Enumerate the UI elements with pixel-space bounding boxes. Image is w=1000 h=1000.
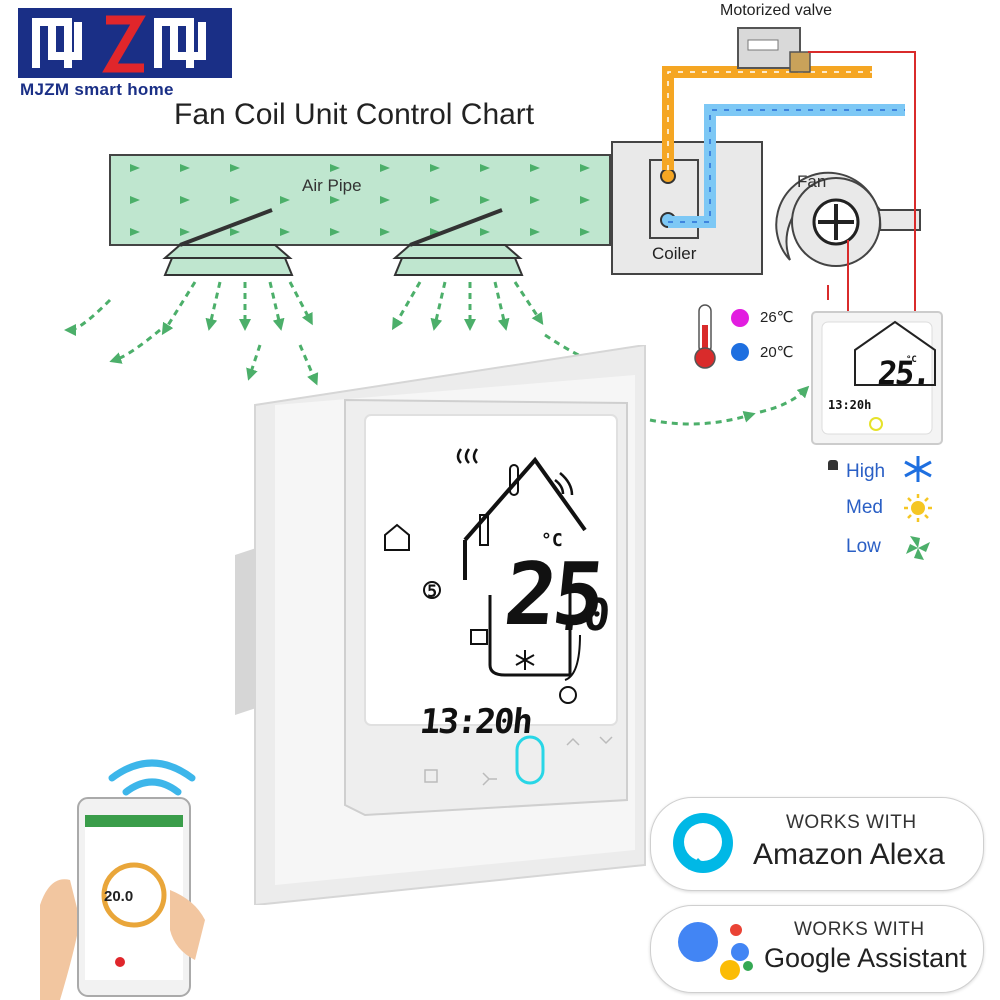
fan-label: Fan [797, 172, 827, 191]
thermostat-unit: °C [541, 530, 563, 551]
chart-title: Fan Coil Unit Control Chart [174, 98, 535, 131]
cold-temp-label: 20℃ [760, 344, 794, 361]
thermometer-icon [694, 304, 716, 369]
cold-temp-dot [731, 343, 749, 361]
sun-icon [904, 494, 932, 522]
small-thermostat-temp: 25. [876, 354, 932, 392]
smartphone [40, 759, 205, 1000]
google-works-with: WORKS WITH [794, 919, 925, 940]
fan-speed-bar [828, 460, 838, 470]
thermostat-mode-number: 5 [427, 582, 438, 602]
hot-temp-label: 26℃ [760, 309, 794, 326]
alexa-works-with: WORKS WITH [786, 812, 917, 833]
phone-set-temperature: 20.0 [104, 888, 134, 905]
air-pipe [109, 154, 611, 246]
fan-speed-icons [904, 456, 932, 560]
small-thermostat-time: 13:20h [828, 398, 872, 412]
small-thermostat [811, 311, 943, 445]
valve-label: Motorized valve [720, 2, 833, 19]
control-wiring [808, 51, 916, 312]
supply-air-arrows [64, 281, 810, 426]
diffuser-left [162, 208, 294, 276]
snowflake-icon [904, 456, 932, 482]
diffuser-right [392, 208, 524, 276]
thermostat-device [235, 345, 646, 905]
air-pipe-label: Air Pipe [302, 176, 362, 195]
google-name: Google Assistant [764, 943, 967, 973]
thermostat-time: 13:20h [417, 702, 533, 742]
brand-logo [18, 8, 232, 78]
fan-speed-med: Med [846, 497, 883, 518]
thermostat-temperature-decimal: .0 [554, 590, 613, 641]
small-thermostat-unit: °C [906, 355, 917, 365]
power-button-glow [515, 735, 545, 785]
brand-subtitle: MJZM smart home [20, 80, 174, 99]
motorized-valve-icon [737, 27, 811, 73]
alexa-name: Amazon Alexa [753, 838, 945, 871]
fan-speed-high: High [846, 461, 886, 482]
logo-mark [32, 15, 206, 73]
air-flow-arrows [130, 164, 590, 236]
fan-speed-low: Low [846, 536, 881, 557]
fan-icon [906, 536, 930, 560]
coiler-label: Coiler [652, 244, 697, 263]
fan-coil-diagram [64, 27, 943, 470]
alexa-icon [673, 813, 733, 873]
google-assistant-icon [678, 922, 753, 980]
hot-temp-dot [731, 309, 749, 327]
